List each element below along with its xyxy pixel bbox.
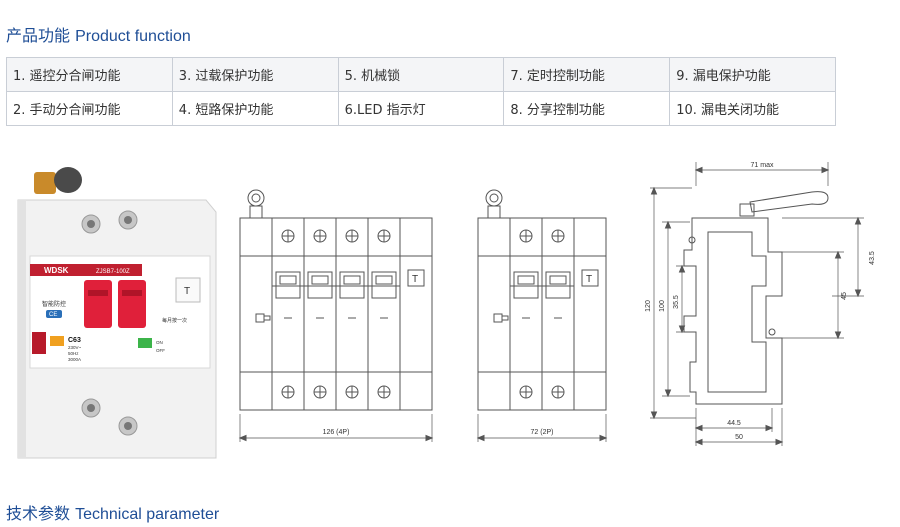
rating-line: 3000A: [68, 357, 81, 362]
dimension-label: 45: [841, 292, 848, 300]
dimension-label: 72 (2P): [531, 429, 554, 436]
heading-en: Technical parameter: [75, 506, 220, 523]
brand-label: WDSK: [44, 266, 69, 275]
product-function-heading: 产品功能 Product function: [6, 22, 191, 46]
screw-row-top: [281, 229, 391, 243]
table-cell: 3. 过载保护功能: [171, 57, 339, 92]
model-label: ZJSB7-100Z: [96, 269, 130, 275]
test-button: [175, 277, 201, 303]
dimension-label: 44.5: [727, 420, 741, 427]
product-photo: WDSK ZJSB7-100Z 智能防控 CE T 每月按一次 C63 230V…: [17, 167, 217, 459]
rating-line: 230V~: [68, 345, 82, 350]
antenna-mount: [34, 172, 56, 194]
dimension-label: 120: [645, 300, 652, 312]
table-cell: 6.LED 指示灯: [337, 91, 505, 126]
dimension-label: 43.5: [869, 251, 876, 265]
table-cell: 9. 漏电保护功能: [669, 57, 836, 92]
test-label: 每月按一次: [162, 317, 187, 324]
indicator-block: [32, 332, 46, 354]
handle-right: [118, 280, 146, 328]
drawing-4p: T 126 (4P): [238, 189, 434, 442]
table-cell: 4. 短路保护功能: [171, 91, 339, 126]
panel-label: 智能防控: [42, 300, 66, 308]
dimension-label: 71 max: [751, 162, 774, 169]
technical-parameter-heading: 技术参数 Technical parameter: [6, 500, 219, 524]
rating-line: 50Hz: [68, 351, 79, 356]
table-cell: 8. 分享控制功能: [503, 91, 671, 126]
function-table: 1. 遥控分合闸功能 3. 过载保护功能 5. 机械锁 7. 定时控制功能 9.…: [6, 57, 836, 126]
table-cell: 7. 定时控制功能: [503, 57, 671, 92]
table-cell: 1. 遥控分合闸功能: [6, 57, 173, 92]
on-label: ON: [156, 340, 163, 345]
table-row: 1. 遥控分合闸功能 3. 过载保护功能 5. 机械锁 7. 定时控制功能 9.…: [6, 57, 836, 92]
brand-strip: [30, 264, 142, 276]
heading-cn: 产品功能: [6, 26, 71, 45]
table-row: 2. 手动分合闸功能 4. 短路保护功能 6.LED 指示灯 8. 分享控制功能…: [6, 91, 836, 126]
drawing-side: 71 max 120 100 35.5 43.5 45 44.5 50: [645, 162, 876, 446]
test-key-label: T: [586, 274, 592, 285]
status-indicator: [138, 338, 152, 348]
antenna: [54, 167, 82, 193]
rating-label: C63: [68, 337, 81, 344]
heading-en: Product function: [75, 28, 191, 45]
dimension-label: 35.5: [673, 295, 680, 309]
badge-label: CE: [49, 312, 57, 318]
test-key-label: T: [412, 274, 418, 285]
led-indicator: [50, 336, 64, 346]
dimension-label: 100: [659, 300, 666, 312]
dimension-label: 126 (4P): [323, 429, 350, 436]
table-cell: 2. 手动分合闸功能: [6, 91, 173, 126]
table-cell: 10. 漏电关闭功能: [669, 91, 836, 126]
test-key: [407, 269, 425, 287]
badge: [46, 310, 62, 318]
screw-row-bottom: [281, 385, 391, 399]
heading-cn: 技术参数: [6, 504, 71, 523]
table-cell: 5. 机械锁: [337, 57, 505, 92]
drawing-2p: T 72 (2P): [476, 189, 608, 442]
dimension-label: 50: [735, 434, 743, 441]
test-key: [581, 269, 599, 287]
test-key-label: T: [184, 286, 190, 297]
handle-left: [84, 280, 112, 328]
off-label: OFF: [156, 348, 165, 353]
